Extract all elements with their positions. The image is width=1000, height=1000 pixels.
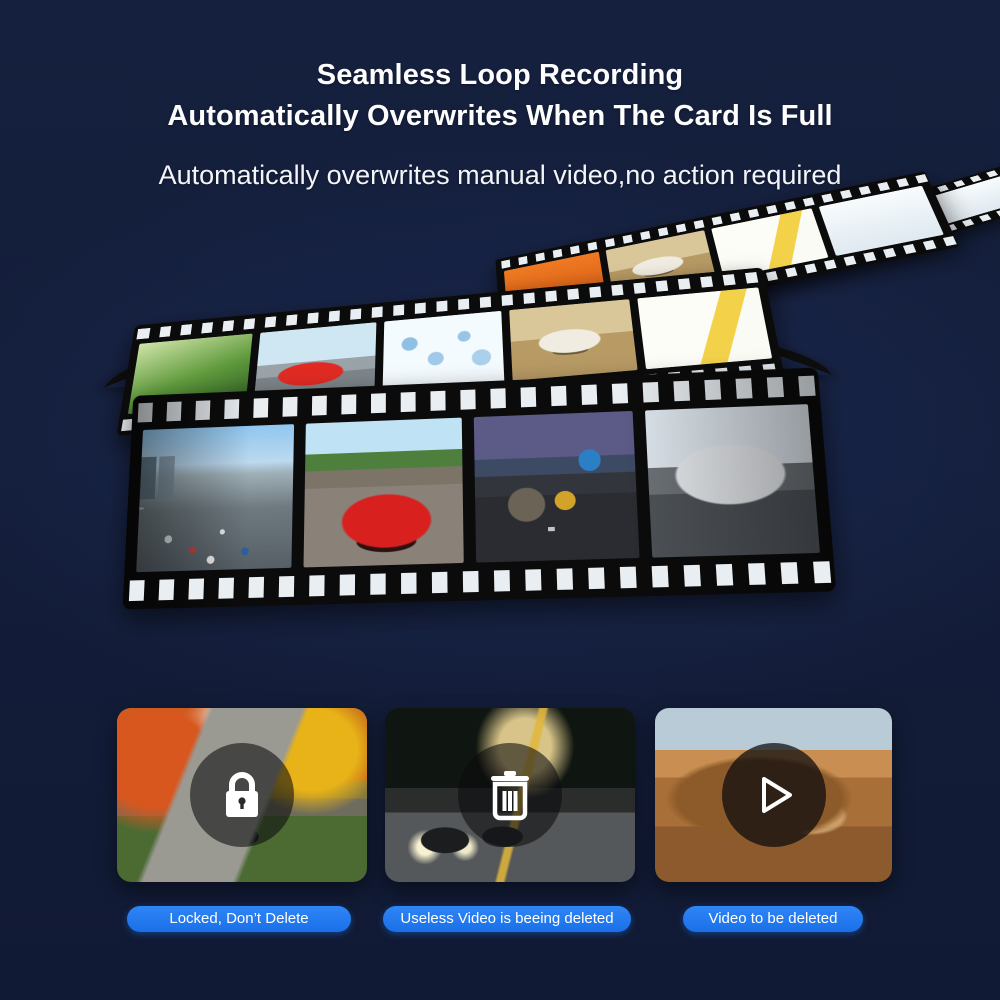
play-icon[interactable] — [721, 743, 826, 847]
page-title-line-2: Automatically Overwrites When The Card I… — [167, 100, 833, 132]
film-frame-yellow-wisp — [710, 208, 829, 279]
film-frame-yellow-wisp — [636, 287, 773, 370]
film-frame-red-sports-car-road — [303, 417, 464, 568]
film-frame-silver-car — [644, 404, 820, 558]
locked-video-card[interactable] — [117, 708, 367, 882]
page-subtitle: Automatically overwrites manual video,no… — [158, 160, 842, 190]
film-frame-white-blank — [818, 185, 944, 257]
filmstrip-illustration — [0, 150, 1000, 655]
caption-pill-locked[interactable]: Locked, Don’t Delete — [127, 906, 351, 932]
header: Seamless Loop Recording Automatically Ov… — [0, 0, 1000, 192]
trash-icon — [458, 743, 562, 847]
caption-pill-row: Locked, Don’t Delete Useless Video is be… — [0, 906, 1000, 934]
caption-pill-pending[interactable]: Video to be deleted — [683, 906, 863, 932]
autumn-road-photo — [117, 708, 367, 882]
film-frame-city-traffic — [136, 424, 295, 573]
filmstrip-segment-main — [122, 367, 837, 610]
page-title-line-1: Seamless Loop Recording — [316, 59, 684, 91]
film-frame-sand-van — [509, 299, 638, 381]
film-frame-dusk-highway — [473, 410, 640, 563]
status-card-row — [0, 708, 1000, 884]
pending-delete-card[interactable] — [655, 708, 892, 882]
lock-icon — [190, 743, 294, 847]
deleting-video-card[interactable] — [385, 708, 635, 882]
film-frame-blue-doodle — [382, 310, 505, 393]
night-road-photo — [385, 708, 635, 882]
caption-pill-deleting[interactable]: Useless Video is beeing deleted — [383, 906, 631, 932]
